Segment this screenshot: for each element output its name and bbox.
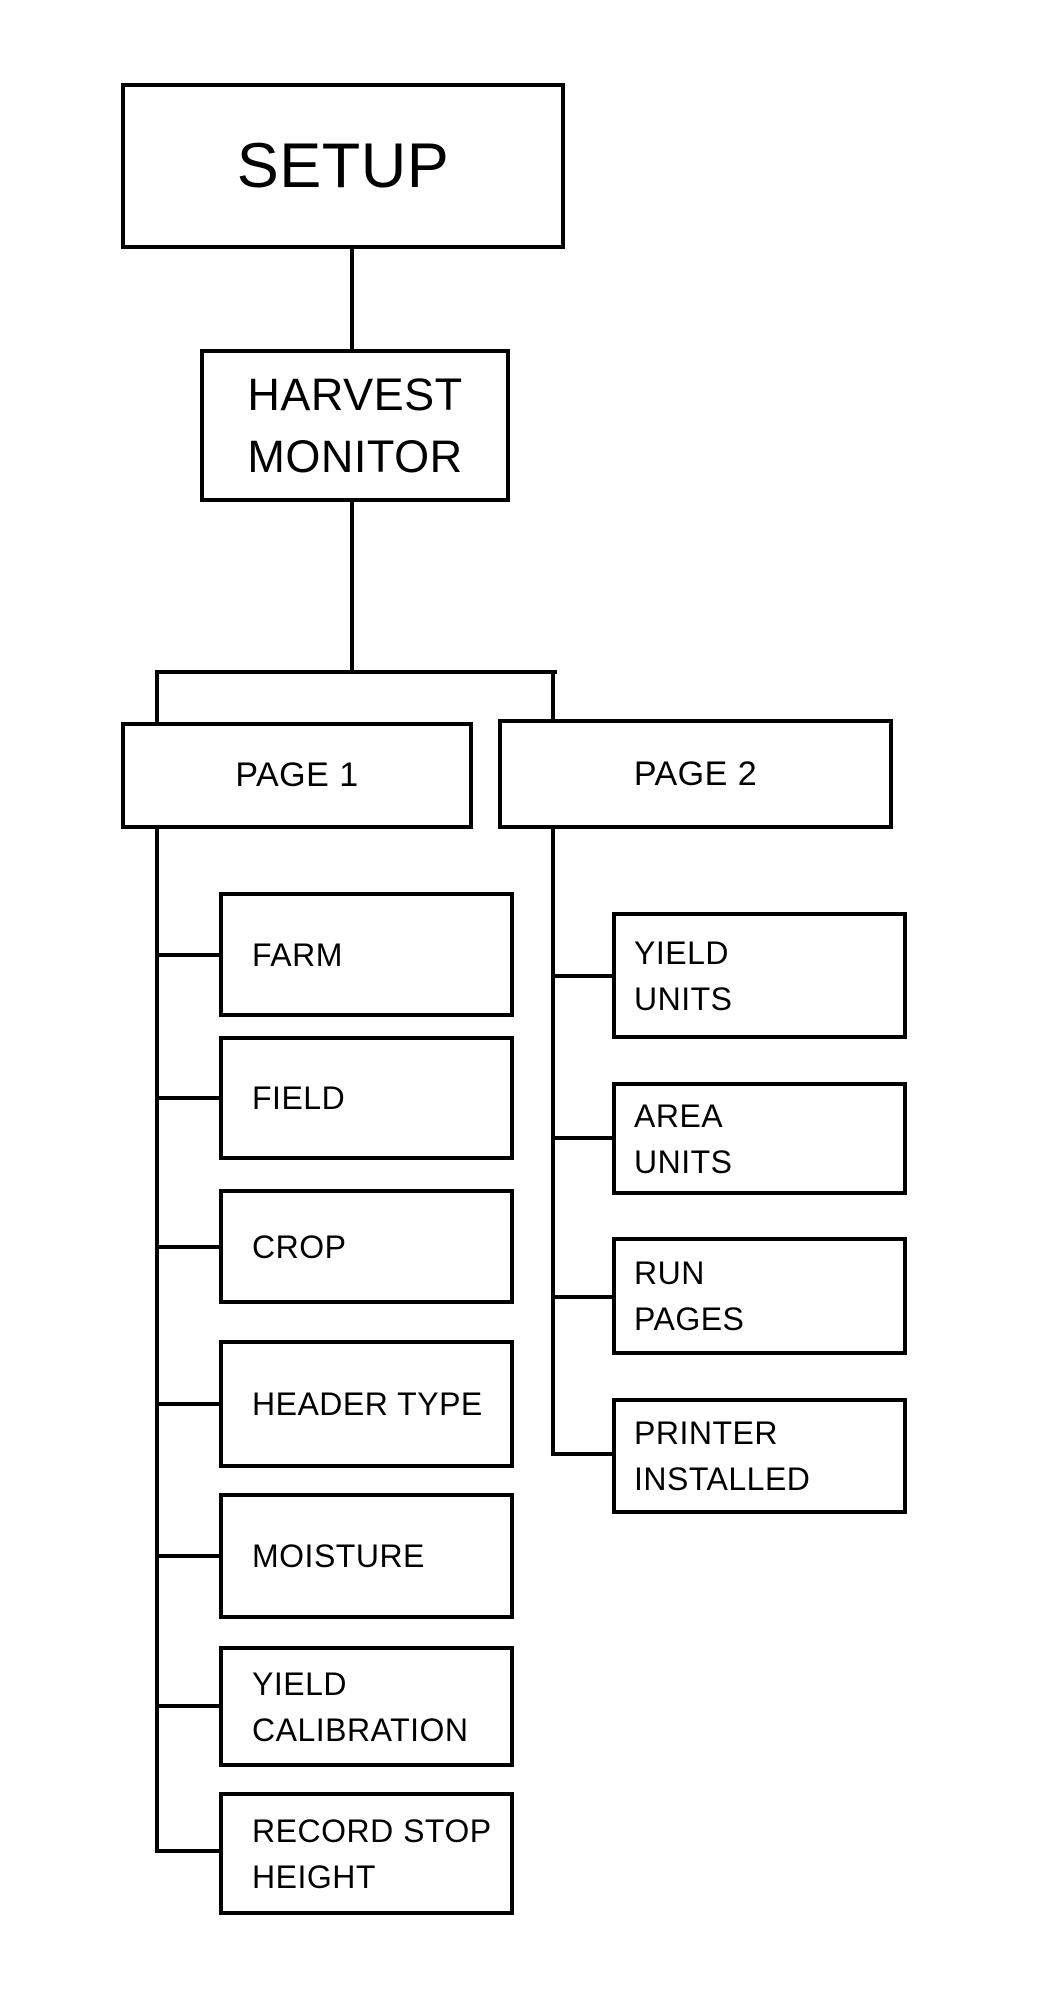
node-crop-label: CROP <box>252 1228 347 1265</box>
stub-printer-installed <box>551 1452 616 1456</box>
node-yield-units-line2: UNITS <box>634 980 733 1017</box>
branch-bracket-horizontal <box>155 670 557 674</box>
node-harvest-monitor: HARVEST MONITOR <box>200 349 510 502</box>
node-run-pages-line1: RUN <box>634 1255 705 1291</box>
node-yield-calibration: YIELD CALIBRATION <box>219 1646 514 1767</box>
node-printer-installed-line2: INSTALLED <box>634 1461 811 1497</box>
stub-area-units <box>551 1136 616 1140</box>
node-field-label: FIELD <box>252 1080 346 1116</box>
node-field: FIELD <box>219 1036 514 1160</box>
node-header-type: HEADER TYPE <box>219 1340 514 1468</box>
node-area-units: AREA UNITS <box>612 1082 907 1195</box>
stub-crop <box>155 1245 223 1249</box>
node-run-pages-line2: PAGES <box>634 1301 745 1337</box>
node-area-units-line1: AREA <box>634 1097 724 1134</box>
node-record-stop-height-line1: RECORD STOP <box>252 1812 492 1849</box>
node-record-stop-height-line2: HEIGHT <box>252 1858 376 1895</box>
node-setup: SETUP <box>121 83 565 249</box>
node-page-2: PAGE 2 <box>498 719 893 829</box>
stub-header-type <box>155 1402 223 1406</box>
stub-yield-calibration <box>155 1704 223 1708</box>
node-area-units-line2: UNITS <box>634 1143 733 1180</box>
node-printer-installed-line1: PRINTER <box>634 1415 778 1451</box>
node-moisture-label: MOISTURE <box>252 1538 425 1574</box>
page1-rail-vertical <box>155 670 159 1853</box>
stub-field <box>155 1096 223 1100</box>
stub-yield-units <box>551 974 616 978</box>
connector-harvest-to-bracket <box>350 495 354 674</box>
stub-moisture <box>155 1554 223 1558</box>
node-page-2-label: PAGE 2 <box>633 754 758 793</box>
node-harvest-monitor-line2: MONITOR <box>247 430 463 482</box>
node-harvest-monitor-line1: HARVEST <box>247 368 463 420</box>
stub-record-stop-height <box>155 1849 223 1853</box>
node-farm: FARM <box>219 892 514 1017</box>
node-record-stop-height: RECORD STOP HEIGHT <box>219 1792 514 1915</box>
stub-run-pages <box>551 1295 616 1299</box>
node-page-1-label: PAGE 1 <box>235 756 359 794</box>
node-printer-installed: PRINTER INSTALLED <box>612 1398 907 1514</box>
node-farm-label: FARM <box>252 936 343 973</box>
node-setup-label: SETUP <box>236 131 450 201</box>
node-header-type-label: HEADER TYPE <box>252 1386 483 1422</box>
node-page-1: PAGE 1 <box>121 722 473 829</box>
node-yield-calibration-line1: YIELD <box>252 1665 347 1702</box>
stub-farm <box>155 953 223 957</box>
node-moisture: MOISTURE <box>219 1493 514 1619</box>
node-yield-units-line1: YIELD <box>634 934 729 971</box>
node-yield-calibration-line2: CALIBRATION <box>252 1711 469 1748</box>
node-yield-units: YIELD UNITS <box>612 912 907 1039</box>
node-crop: CROP <box>219 1189 514 1304</box>
node-run-pages: RUN PAGES <box>612 1237 907 1355</box>
connector-setup-to-harvest <box>350 245 354 355</box>
page2-rail-vertical <box>551 670 555 1456</box>
